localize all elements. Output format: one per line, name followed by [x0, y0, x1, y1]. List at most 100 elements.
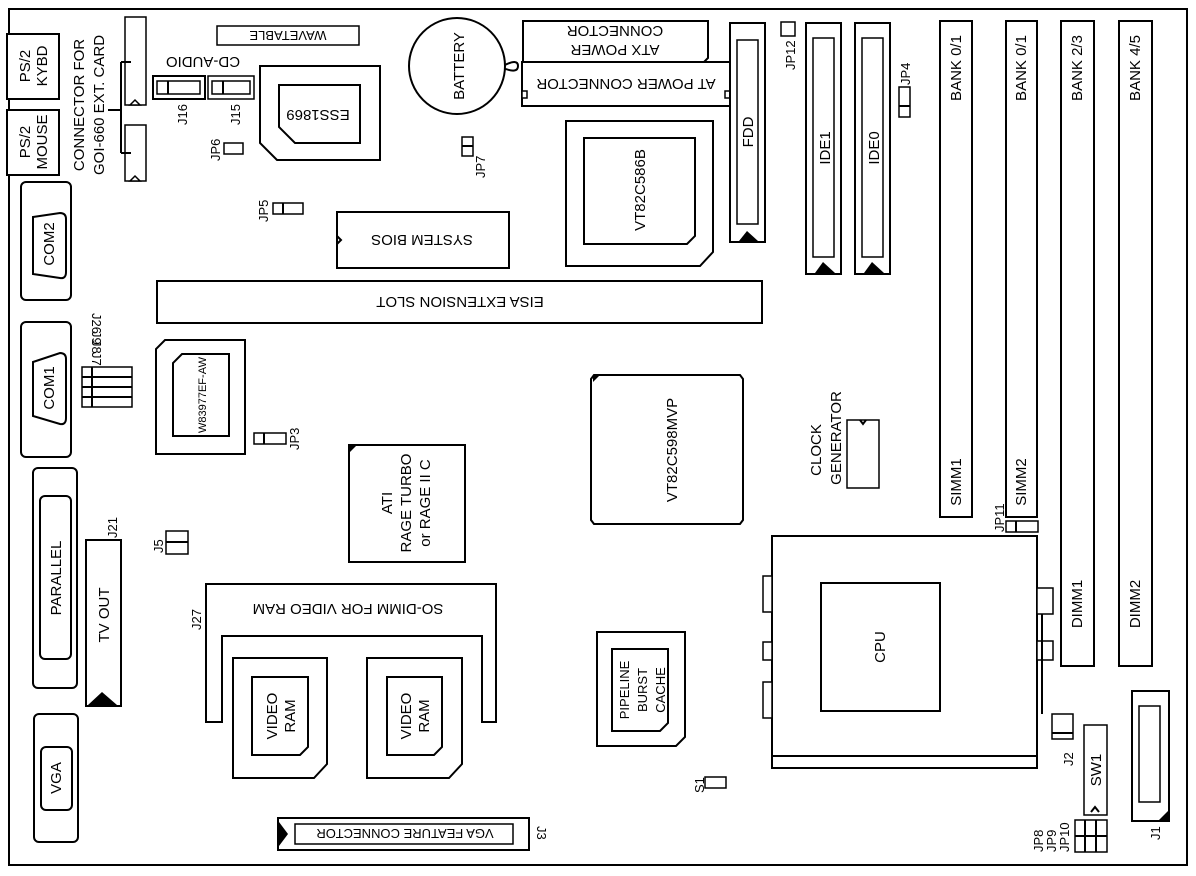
j7-label: J7 — [89, 352, 104, 366]
s1-switch — [704, 776, 727, 789]
jp3-jumper — [253, 432, 287, 445]
clock-generator-chip — [846, 419, 880, 489]
simm1-label: SIMM1 — [948, 458, 965, 506]
vga-port: VGA — [33, 713, 79, 843]
goi-connector — [108, 16, 147, 182]
jp9-label: JP9 — [1044, 830, 1059, 852]
cd-audio-label: CD-AUDIO — [166, 53, 240, 70]
dimm2-slot: BANK 4/5 DIMM2 — [1118, 20, 1153, 667]
j1-label: J1 — [1148, 826, 1163, 840]
ps2-mouse-port: PS/2 MOUSE — [6, 109, 60, 176]
jp8-label: JP8 — [1031, 830, 1046, 852]
ps2-kybd-label-1: PS/2 — [17, 50, 34, 83]
tv-out-label: TV OUT — [96, 588, 113, 643]
jp12-jumper — [780, 21, 796, 37]
wavetable-connector: WAVETABLE — [216, 25, 360, 46]
sodimm-label: SO-DIMM FOR VIDEO RAM — [253, 600, 444, 617]
jp4-label: JP4 — [898, 63, 913, 85]
vt82c598mvp-label: VT82C598MVP — [664, 398, 681, 502]
ati-rage-chip: ATI RAGE TURBO or RAGE II C — [348, 444, 466, 563]
jumper-block-j7-j26 — [81, 366, 133, 408]
atx-power-label-1: ATX POWER — [570, 41, 659, 58]
cpu-label: CPU — [872, 631, 889, 663]
j2-label: J2 — [1061, 752, 1076, 766]
jp6-label: JP6 — [208, 139, 223, 161]
battery-label: BATTERY — [451, 32, 468, 100]
bank-label-dimm1: BANK 2/3 — [1069, 35, 1086, 101]
w83977-label: W83977EF-AW — [197, 356, 209, 433]
jp12-label: JP12 — [783, 40, 798, 70]
vt82c586b-chip: VT82C586B — [565, 120, 714, 267]
simm2-label: SIMM2 — [1013, 458, 1030, 506]
com1-port: COM1 — [20, 321, 72, 458]
at-power-label: AT POWER CONNECTOR — [536, 75, 715, 92]
sodimm-video-ram-slot: SO-DIMM FOR VIDEO RAM — [205, 583, 497, 723]
ps2-kybd-label-2: KYBD — [34, 45, 51, 86]
dimm1-label: DIMM1 — [1069, 580, 1086, 628]
video-ram-1-label-2: RAM — [282, 699, 299, 732]
eisa-slot-label: EISA EXTENSION SLOT — [376, 293, 544, 310]
jp7-jumper — [461, 136, 474, 157]
j8-label: J8 — [89, 340, 104, 354]
jp5-jumper — [272, 202, 304, 215]
ati-label-2: RAGE TURBO — [398, 454, 415, 553]
w83977-chip: W83977EF-AW — [155, 339, 246, 455]
ps2-mouse-label-2: MOUSE — [34, 114, 51, 169]
j21-label: J21 — [105, 517, 120, 538]
ide1-connector: IDE1 — [805, 22, 842, 275]
system-bios-label: SYSTEM BIOS — [371, 231, 473, 248]
j5-label: J5 — [151, 539, 166, 553]
video-ram-chip-1: VIDEO RAM — [232, 657, 328, 779]
j15-connector — [207, 75, 255, 100]
jumper-block-jp8-jp10 — [1074, 819, 1108, 853]
vga-label: VGA — [48, 762, 65, 794]
simm1-slot: BANK 0/1 SIMM1 — [939, 20, 973, 518]
jp10-label: JP10 — [1057, 822, 1072, 852]
at-power-connector: AT POWER CONNECTOR — [521, 61, 731, 107]
j2-connector — [1051, 713, 1074, 740]
ps2-keyboard-port: PS/2 KYBD — [6, 33, 60, 100]
cache-label-2: BURST — [635, 668, 650, 712]
jp7-label: JP7 — [473, 156, 488, 178]
vt82c598mvp-chip: VT82C598MVP — [590, 374, 744, 525]
bank-label-simm2: BANK 0/1 — [1013, 35, 1030, 101]
jp11-label: JP11 — [992, 503, 1007, 532]
vga-feature-label: VGA FEATURE CONNECTOR — [316, 826, 493, 841]
bank-label-dimm2: BANK 4/5 — [1127, 35, 1144, 101]
atx-power-label-2: CONNECTOR — [567, 22, 664, 39]
com2-port: COM2 — [20, 181, 72, 301]
tv-out-connector: TV OUT — [85, 539, 122, 707]
bank-label-simm1: BANK 0/1 — [948, 35, 965, 101]
clock-generator-label-2: GENERATOR — [828, 391, 845, 485]
sw1-label: SW1 — [1088, 754, 1105, 787]
j15-label: J15 — [228, 104, 243, 125]
jp4-jumper — [898, 86, 911, 118]
ide0-connector: IDE0 — [854, 22, 891, 275]
video-ram-2-label-1: VIDEO — [398, 693, 415, 740]
j3-label: J3 — [534, 826, 549, 840]
jp11-jumper — [1005, 520, 1039, 533]
pipeline-burst-cache-chip: PIPELINE BURST CACHE — [596, 631, 686, 747]
clock-generator-label-1: CLOCK — [808, 424, 825, 476]
jp3-label: JP3 — [287, 428, 302, 450]
parallel-port: PARALLEL — [32, 467, 78, 689]
ess1869-chip: ESS1869 — [259, 65, 381, 161]
j27-label: J27 — [189, 609, 204, 630]
vt82c586b-label: VT82C586B — [632, 149, 649, 231]
ati-label-1: ATI — [379, 492, 396, 514]
j26-label: J26 — [89, 313, 104, 334]
goi-connector-label-2: GOI-660 EXT. CARD — [91, 35, 108, 175]
battery: BATTERY — [408, 17, 520, 115]
j16-connector — [152, 75, 206, 100]
vga-feature-connector: VGA FEATURE CONNECTOR — [277, 817, 530, 851]
fdd-connector: FDD — [729, 22, 766, 243]
sw1-switch: SW1 — [1083, 724, 1108, 816]
ide1-label: IDE1 — [817, 131, 834, 164]
j5-jumper — [165, 530, 189, 555]
jp5-label: JP5 — [256, 200, 271, 222]
j1-connector — [1131, 690, 1170, 822]
parallel-label: PARALLEL — [48, 541, 65, 616]
video-ram-2-label-2: RAM — [416, 699, 433, 732]
fdd-label: FDD — [740, 116, 757, 147]
j16-label: J16 — [175, 104, 190, 125]
